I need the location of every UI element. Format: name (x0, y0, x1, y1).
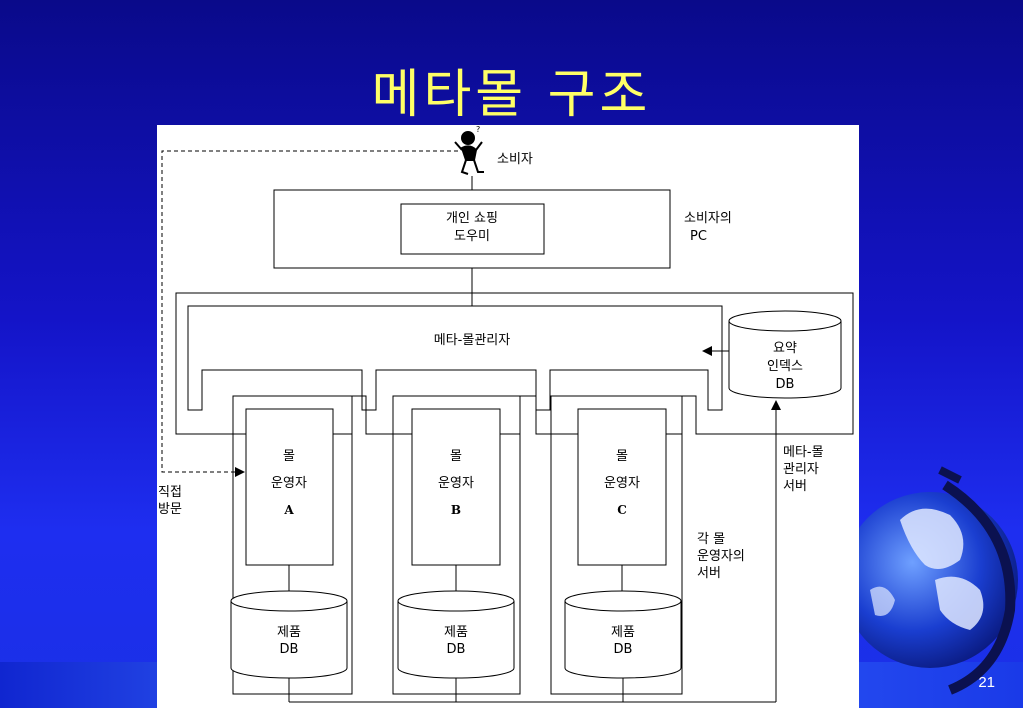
product-db-b-line1: 제품 (444, 625, 468, 640)
mall-operator-c-line1: 몰 (616, 449, 628, 464)
uplink-arrowhead-icon (771, 400, 781, 410)
page-number: 21 (978, 674, 995, 691)
arrowhead-left-icon (702, 346, 712, 356)
direct-visit-label-line2: 방문 (158, 502, 182, 517)
mall-operator-b-line1: 몰 (450, 449, 462, 464)
summary-index-line3: DB (776, 377, 795, 392)
product-db-cylinder-a (230, 590, 348, 679)
meta-server-line1: 메타-몰 (783, 445, 824, 460)
shopping-agent-line2: 도우미 (454, 229, 490, 244)
mall-operator-c-letter: C (617, 503, 627, 517)
product-db-c-line2: DB (614, 642, 633, 657)
direct-visit-label-line1: 직접 (158, 485, 182, 500)
consumer-label: 소비자 (497, 152, 533, 167)
mall-operator-box-c (577, 408, 667, 566)
mall-operator-a-letter: A (283, 503, 294, 517)
shopping-agent-box (400, 203, 545, 255)
mall-server-line2: 운영자의 (697, 549, 745, 564)
product-db-a-line1: 제품 (277, 625, 301, 640)
meta-server-line3: 서버 (783, 479, 807, 494)
mall-server-line1: 각 몰 (697, 532, 725, 547)
globe-icon (842, 466, 1018, 695)
product-db-a-line2: DB (280, 642, 299, 657)
direct-visit-arrowhead-icon (235, 467, 245, 477)
consumer-figure-icon: ? (454, 125, 484, 175)
mall-operator-b-letter: B (451, 503, 461, 517)
mall-operator-box-b (411, 408, 501, 566)
summary-index-line1: 요약 (773, 341, 797, 356)
meta-mall-manager-label: 메타-몰관리자 (434, 333, 510, 348)
product-db-cylinder-b (397, 590, 515, 679)
mall-operator-a-line1: 몰 (283, 449, 295, 464)
slide-title: 메타몰 구조 (371, 65, 652, 125)
mall-server-box-a (232, 395, 353, 695)
summary-index-line2: 인덱스 (767, 359, 803, 374)
mall-operator-a-line2: 운영자 (271, 476, 307, 491)
mall-operator-box-a (245, 408, 334, 566)
meta-manager-outline (187, 305, 723, 411)
direct-visit-dashed-arrow (161, 150, 458, 473)
mall-server-box-c (550, 395, 683, 695)
shopping-agent-line1: 개인 쇼핑 (446, 211, 498, 226)
mall-operator-b-line2: 운영자 (438, 476, 474, 491)
summary-index-db-cylinder (728, 310, 842, 399)
mall-server-line3: 서버 (697, 566, 721, 581)
product-db-c-line1: 제품 (611, 625, 635, 640)
product-db-cylinder-c (564, 590, 682, 679)
consumer-pc-label-line2: PC (690, 229, 707, 244)
svg-text:?: ? (476, 125, 480, 134)
mall-operator-c-line2: 운영자 (604, 476, 640, 491)
consumer-pc-label-line1: 소비자의 (684, 211, 732, 226)
product-db-b-line2: DB (447, 642, 466, 657)
meta-server-line2: 관리자 (783, 462, 819, 477)
